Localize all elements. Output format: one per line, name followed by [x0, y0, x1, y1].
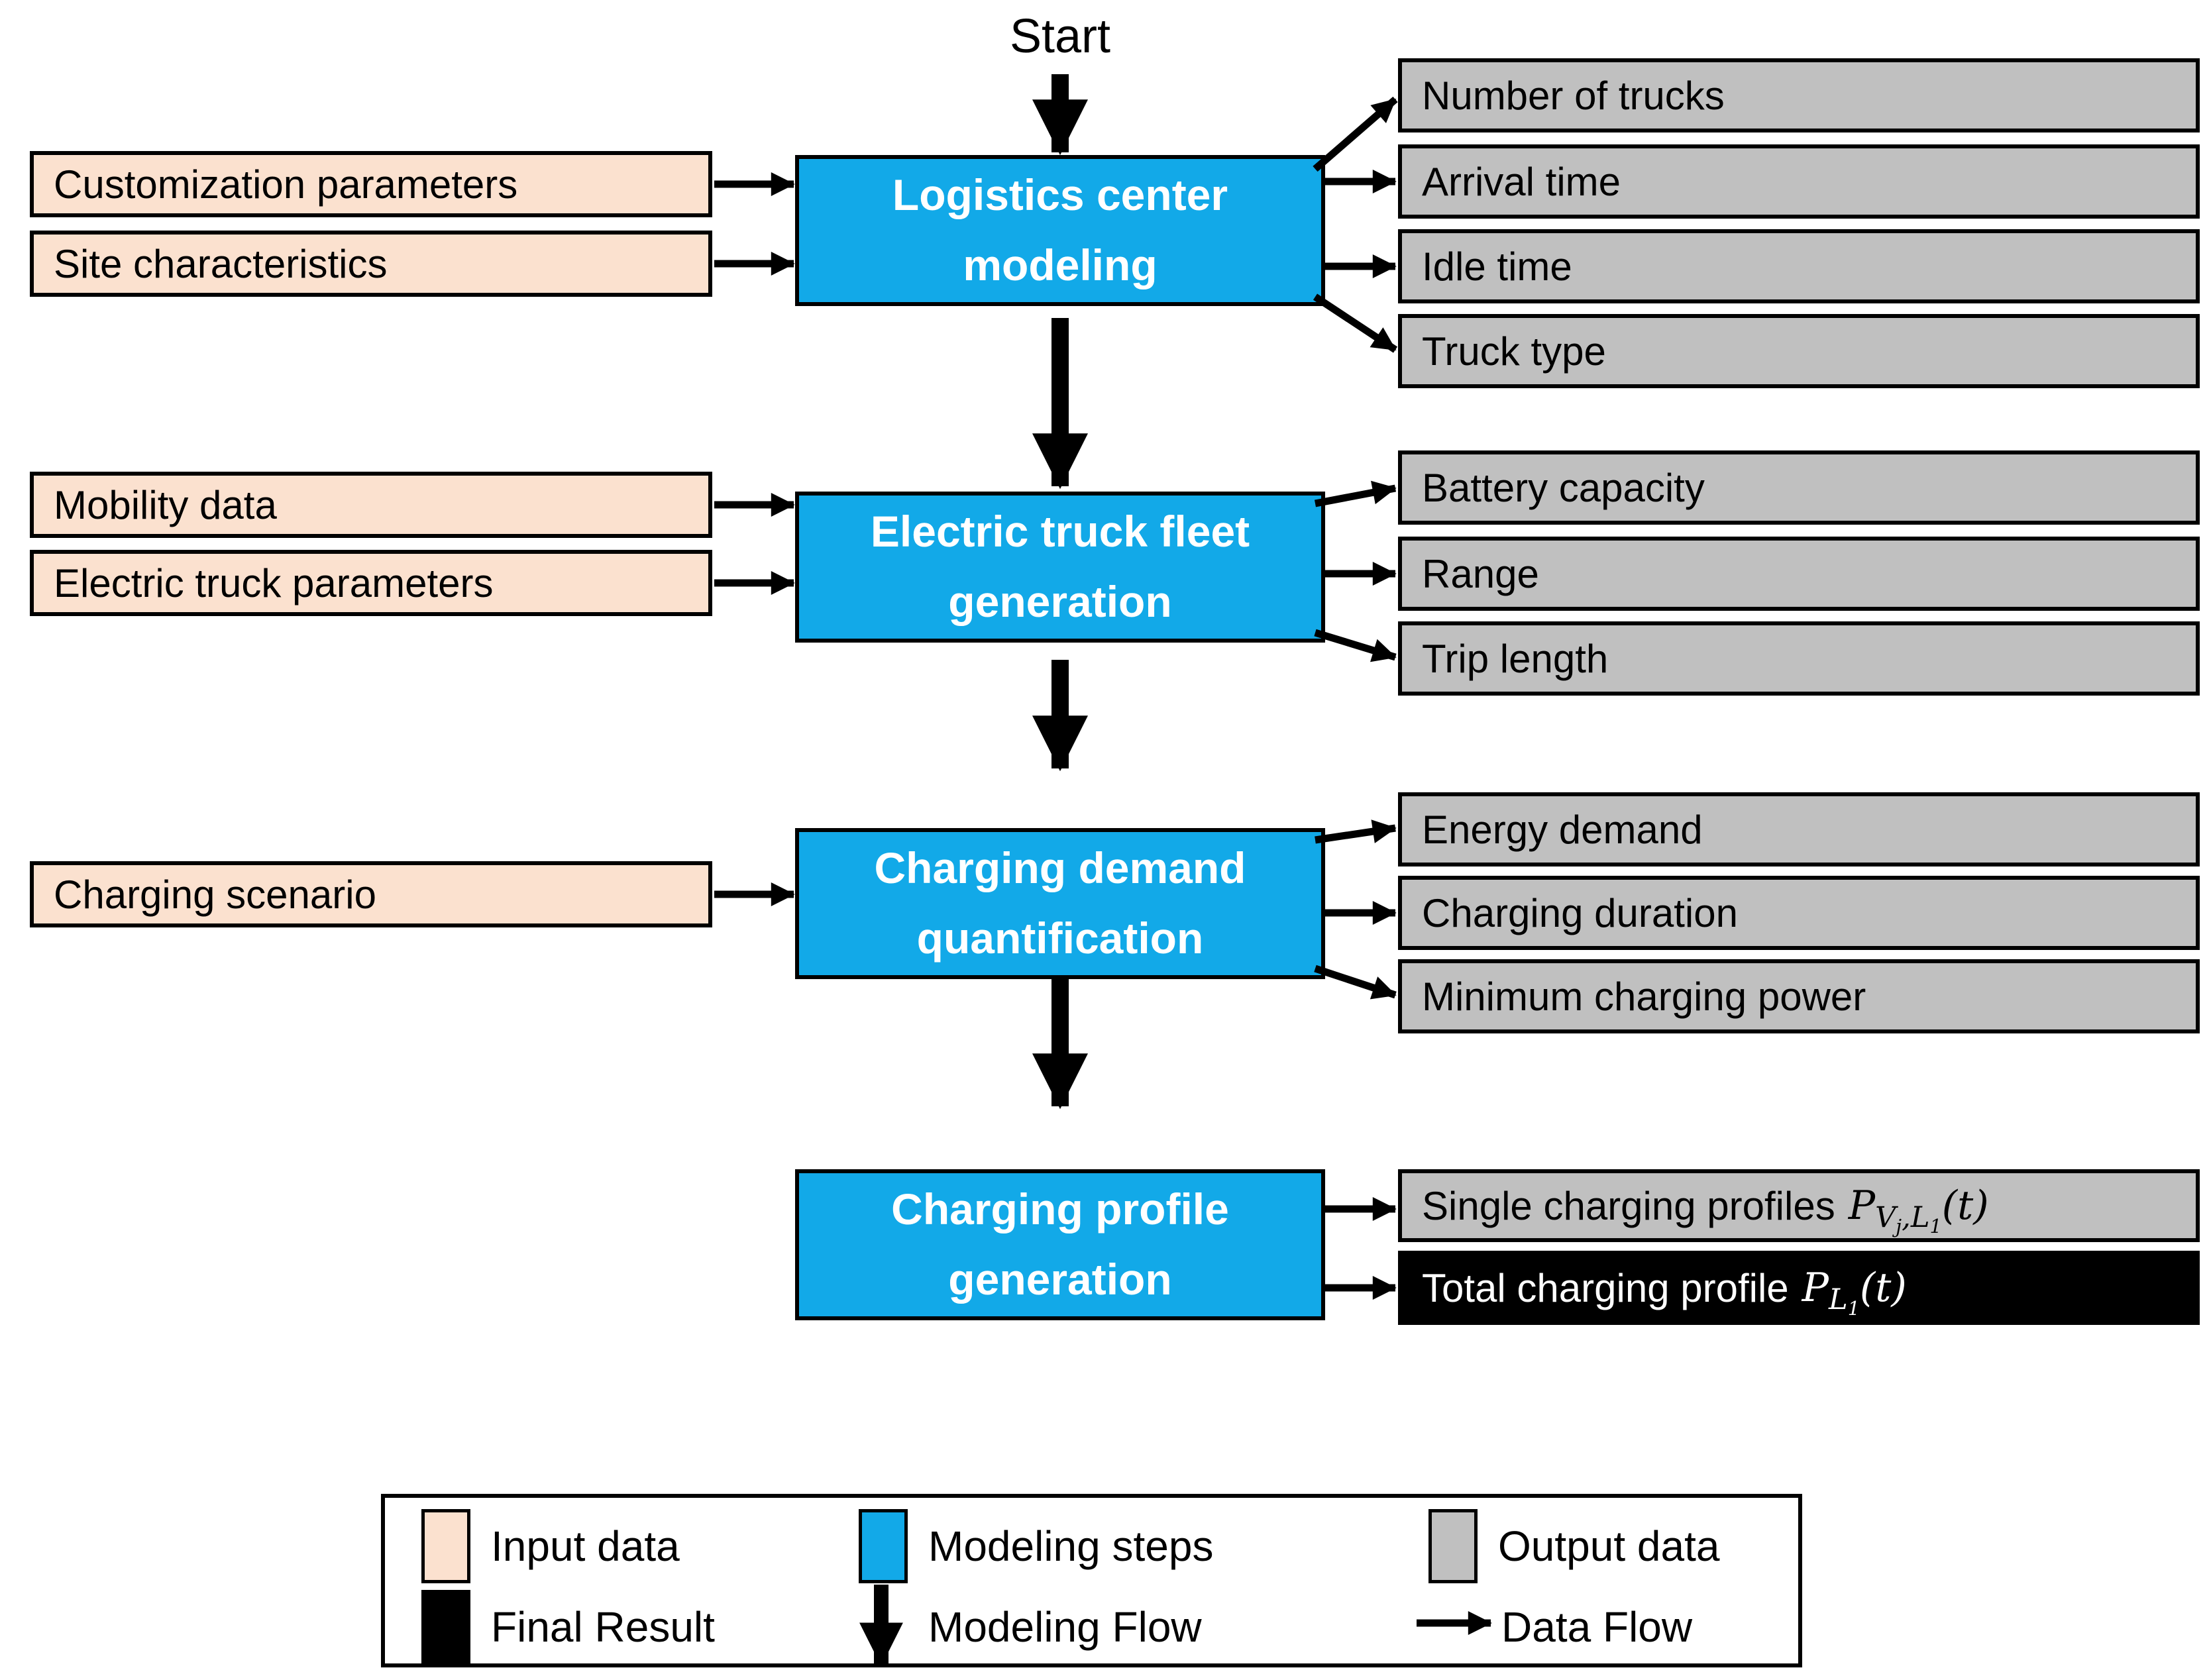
math-total-charging-profile: PL1(t) — [1802, 1265, 1907, 1320]
math-subsub: 1 — [1929, 1215, 1942, 1237]
legend-input-label: Input data — [491, 1522, 680, 1570]
step-box-charging-profile-generation: Charging profile generation — [795, 1169, 1325, 1320]
legend-step-swatch — [859, 1509, 908, 1583]
step-label-line1: Charging profile — [891, 1184, 1229, 1234]
legend-output-label: Output data — [1498, 1522, 1720, 1570]
output-label: Single charging profiles — [1422, 1183, 1835, 1228]
data-flow-arrow-truck-type — [1313, 293, 1398, 353]
step-label-line2: generation — [948, 1255, 1172, 1304]
input-box-charging-scenario: Charging scenario — [30, 861, 712, 927]
input-label: Customization parameters — [54, 162, 518, 207]
output-box-idle-time: Idle time — [1398, 229, 2200, 303]
output-label: Truck type — [1422, 329, 1606, 374]
step-box-charging-demand-quantification: Charging demand quantification — [795, 828, 1325, 979]
output-box-single-charging-profiles: Single charging profiles PVj,L1(t) — [1398, 1169, 2200, 1242]
output-box-battery-capacity: Battery capacity — [1398, 450, 2200, 525]
data-flow-arrow-number-of-trucks — [1313, 96, 1398, 172]
output-box-range: Range — [1398, 537, 2200, 611]
input-box-electric-truck-parameters: Electric truck parameters — [30, 550, 712, 616]
step-label-line1: Logistics center — [892, 170, 1228, 220]
legend-input-swatch — [421, 1509, 470, 1583]
input-box-customization-parameters: Customization parameters — [30, 151, 712, 217]
math-single-charging-profile: PVj,L1(t) — [1848, 1182, 1989, 1237]
output-label: Range — [1422, 551, 1539, 596]
step-label-line1: Electric truck fleet — [870, 507, 1250, 556]
input-label: Mobility data — [54, 482, 277, 527]
input-label: Charging scenario — [54, 872, 376, 917]
output-box-energy-demand: Energy demand — [1398, 792, 2200, 866]
legend-output-swatch — [1428, 1509, 1478, 1583]
output-box-minimum-charging-power: Minimum charging power — [1398, 959, 2200, 1033]
legend-modeling-flow-label: Modeling Flow — [928, 1603, 1202, 1651]
input-label: Site characteristics — [54, 241, 388, 286]
data-flow-arrow-battery-capacity — [1314, 480, 1397, 507]
math-sub: L — [1829, 1283, 1848, 1317]
output-box-charging-duration: Charging duration — [1398, 876, 2200, 950]
math-sub: V — [1875, 1201, 1896, 1235]
output-box-trip-length: Trip length — [1398, 621, 2200, 696]
math-comma: , — [1902, 1201, 1911, 1235]
legend-data-flow-label: Data Flow — [1501, 1603, 1693, 1651]
output-box-arrival-time: Arrival time — [1398, 144, 2200, 219]
output-box-number-of-trucks: Number of trucks — [1398, 58, 2200, 132]
math-sub: L — [1910, 1201, 1930, 1235]
data-flow-arrow-trip-length — [1314, 629, 1397, 662]
step-label-line2: modeling — [963, 240, 1158, 289]
step-box-electric-truck-fleet-generation: Electric truck fleet generation — [795, 492, 1325, 643]
output-label: Number of trucks — [1422, 73, 1725, 118]
output-box-truck-type: Truck type — [1398, 314, 2200, 388]
step-label-line1: Charging demand — [874, 843, 1246, 893]
start-label: Start — [1009, 10, 1111, 63]
legend-final-result-label: Final Result — [491, 1603, 715, 1651]
step-label-line2: generation — [948, 577, 1172, 626]
math-base: P — [1848, 1182, 1876, 1229]
math-subsub: 1 — [1847, 1297, 1860, 1320]
output-label: Battery capacity — [1422, 465, 1705, 510]
output-label: Energy demand — [1422, 807, 1703, 852]
output-label: Minimum charging power — [1422, 974, 1866, 1019]
legend-final-result-swatch — [421, 1590, 470, 1664]
legend: Input data Modeling steps Output data Fi… — [381, 1494, 1802, 1667]
data-flow-arrow-minimum-charging-power — [1314, 965, 1397, 1000]
math-base: P — [1802, 1265, 1829, 1311]
math-tail: (t) — [1859, 1265, 1907, 1311]
output-label: Arrival time — [1422, 159, 1621, 204]
output-label: Total charging profile — [1422, 1265, 1789, 1310]
output-label: Idle time — [1422, 244, 1572, 289]
math-tail: (t) — [1941, 1182, 1989, 1229]
math-subsub: j — [1896, 1215, 1902, 1237]
final-box-total-charging-profile: Total charging profile PL1(t) — [1398, 1251, 2200, 1325]
legend-step-label: Modeling steps — [928, 1522, 1214, 1570]
data-flow-arrow-energy-demand — [1315, 819, 1397, 844]
input-box-site-characteristics: Site characteristics — [30, 231, 712, 297]
output-label: Trip length — [1422, 636, 1609, 681]
input-label: Electric truck parameters — [54, 560, 494, 605]
step-label-line2: quantification — [916, 914, 1204, 963]
output-label: Charging duration — [1422, 890, 1738, 935]
input-box-mobility-data: Mobility data — [30, 472, 712, 538]
step-box-logistics-center-modeling: Logistics center modeling — [795, 155, 1325, 306]
